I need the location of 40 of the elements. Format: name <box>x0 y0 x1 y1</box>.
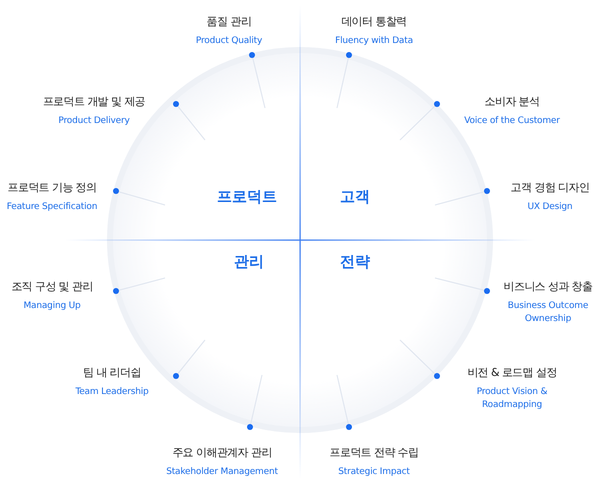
skill-subtitle: Product Delivery <box>57 115 131 128</box>
leader-line <box>249 52 266 108</box>
leader-line <box>336 52 352 108</box>
skill-subtitle: Voice of the Customer <box>464 115 560 128</box>
skill-subtitle: Fluency with Data <box>335 35 413 48</box>
leader-line <box>434 188 490 206</box>
skill-title: 프로덕트 전략 수립 <box>330 445 418 460</box>
skill-title: 팀 내 리더쉽 <box>83 365 141 380</box>
skill-title: 비즈니스 성과 창출 <box>504 279 592 294</box>
skill-subtitle: Managing Up <box>22 300 82 313</box>
leader-line <box>113 278 166 294</box>
quadrant-label: 전략 <box>340 252 370 272</box>
leader-line <box>173 340 206 379</box>
leader-line <box>400 340 440 379</box>
skill-title: 프로덕트 기능 정의 <box>8 180 96 195</box>
skill-subtitle: Product Vision & Roadmapping <box>476 386 548 412</box>
skill-subtitle: Stakeholder Management <box>166 466 278 479</box>
skill-title: 소비자 분석 <box>484 94 540 109</box>
skill-title: 프로덕트 개발 및 제공 <box>42 94 146 109</box>
skill-title: 주요 이해관계자 관리 <box>172 445 272 460</box>
leader-line <box>336 374 352 430</box>
skill-subtitle: Feature Specification <box>6 201 98 214</box>
skill-title: 비전 & 로드맵 설정 <box>467 365 557 380</box>
skill-title: 데이터 통찰력 <box>341 14 407 29</box>
skill-subtitle: Product Quality <box>196 35 262 48</box>
leader-line <box>247 374 262 430</box>
skill-subtitle: Team Leadership <box>75 386 149 399</box>
quadrant-label: 프로덕트 <box>217 188 277 206</box>
skill-subtitle: UX Design <box>526 201 574 214</box>
skill-title: 조직 구성 및 관리 <box>11 279 93 294</box>
quadrant-label: 고객 <box>340 188 370 206</box>
leader-line <box>173 101 206 140</box>
skill-title: 품질 관리 <box>206 14 252 29</box>
skill-subtitle: Business Outcome Ownership <box>506 300 590 326</box>
skill-subtitle: Strategic Impact <box>337 466 411 479</box>
leader-line <box>434 278 490 294</box>
quadrant-label: 관리 <box>234 252 264 272</box>
leader-line <box>113 188 166 206</box>
leader-line <box>400 101 440 140</box>
skill-title: 고객 경험 디자인 <box>510 180 590 195</box>
